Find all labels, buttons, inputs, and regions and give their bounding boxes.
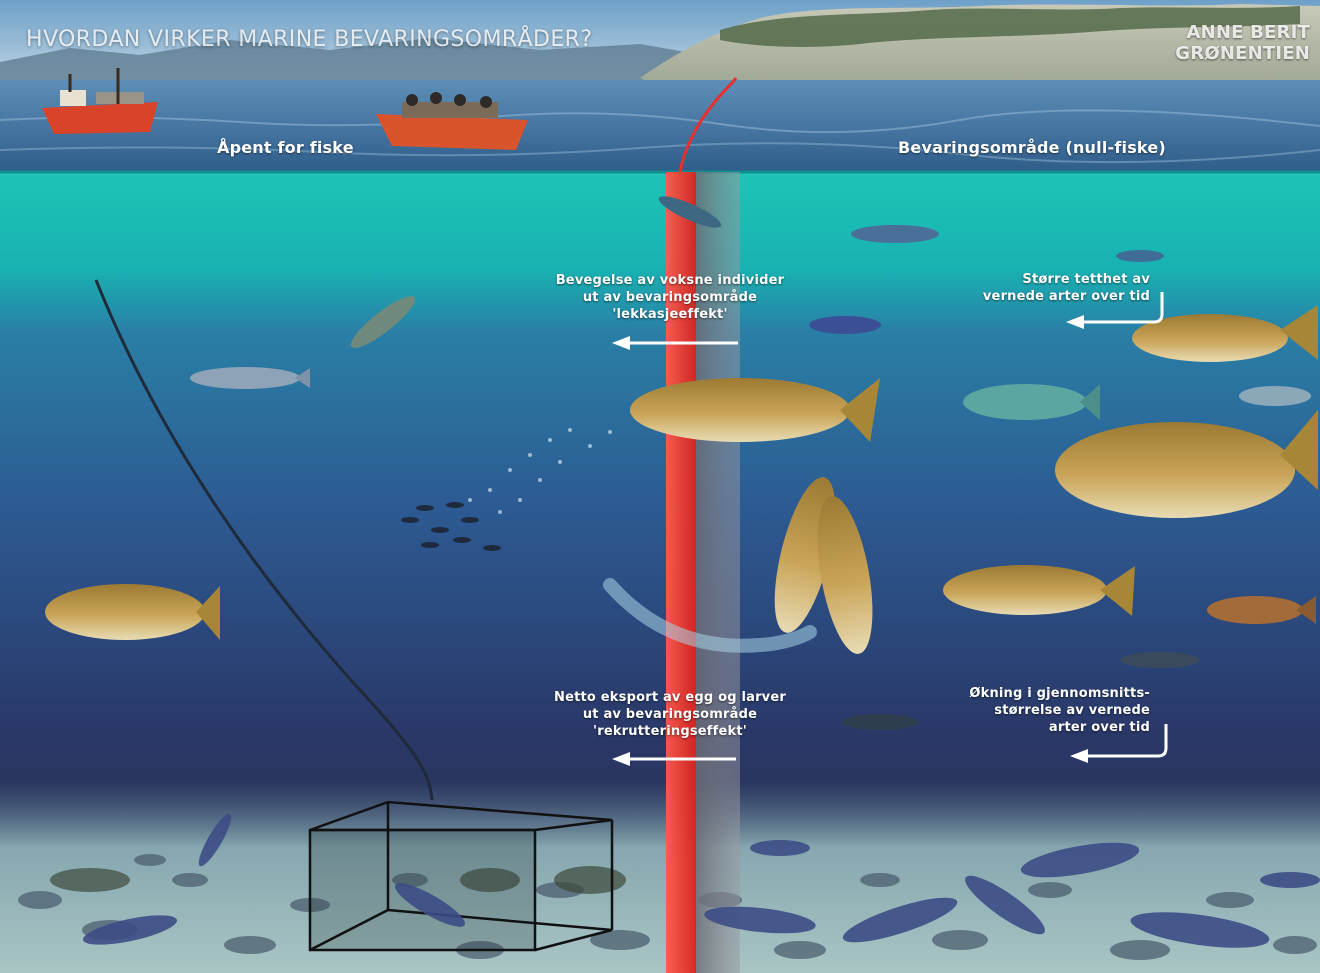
annotation-line: 'lekkasjeeffekt' [520, 306, 820, 323]
size-annotation: Økning i gjennomsnitts- størrelse av ver… [930, 685, 1150, 736]
annotation-line: Økning i gjennomsnitts- [930, 685, 1150, 702]
page-title: HVORDAN VIRKER MARINE BEVARINGSOMRÅDER? [26, 27, 592, 52]
annotation-line: ut av bevaringsområde [520, 289, 820, 306]
density-annotation: Større tetthet av vernede arter over tid [930, 271, 1150, 305]
annotation-line: ut av bevaringsområde [520, 706, 820, 723]
spillover-annotation: Bevegelse av voksne individer ut av beva… [520, 272, 820, 323]
annotation-line: 'rekrutteringseffekt' [520, 723, 820, 740]
annotation-line: Bevegelse av voksne individer [520, 272, 820, 289]
export-annotation: Netto eksport av egg og larver ut av bev… [520, 689, 820, 740]
open-fishing-label: Åpent for fiske [217, 138, 354, 157]
annotation-line: Netto eksport av egg og larver [520, 689, 820, 706]
blue-fish [1239, 386, 1311, 406]
annotation-line: vernede arter over tid [930, 288, 1150, 305]
sea-surface [0, 80, 1320, 172]
annotation-line: størrelse av vernede [930, 702, 1150, 719]
author-credit: ANNE BERIT GRØNENTIEN [1070, 22, 1310, 64]
annotation-line: Større tetthet av [930, 271, 1150, 288]
annotation-line: arter over tid [930, 719, 1150, 736]
protected-area-label: Bevaringsområde (null-fiske) [898, 138, 1166, 157]
